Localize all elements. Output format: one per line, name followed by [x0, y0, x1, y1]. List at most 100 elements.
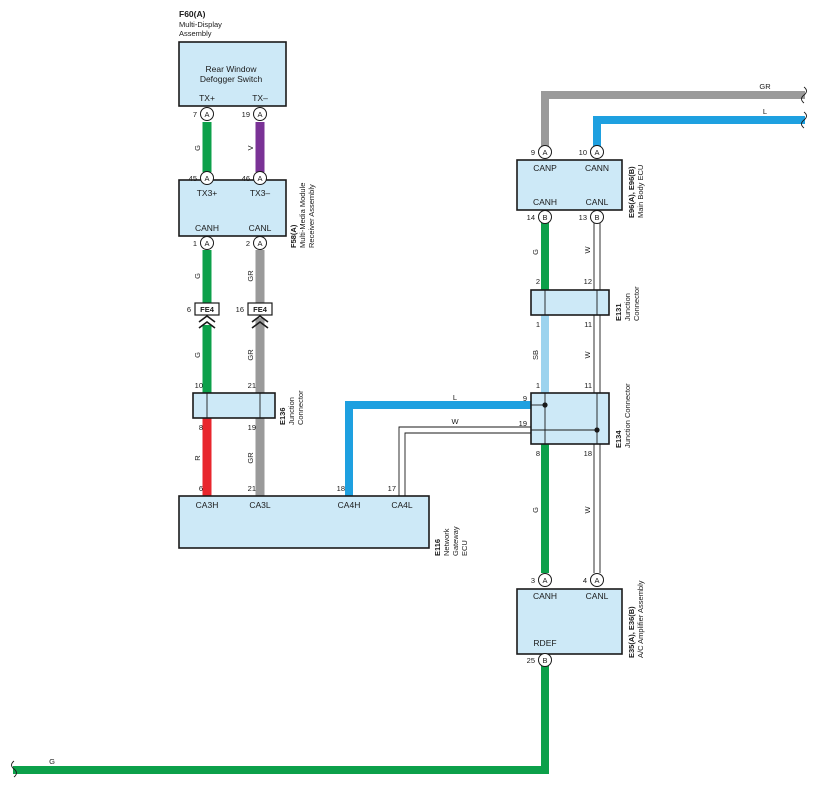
f58-box	[178, 179, 287, 237]
svg-text:A: A	[257, 239, 262, 248]
e134-junction-dot-1	[542, 402, 548, 408]
connector-circles: A A A A A A A A B B A A B	[200, 107, 604, 667]
svg-text:V: V	[246, 145, 255, 150]
e134-junction-dot-2	[594, 427, 600, 433]
svg-text:6: 6	[199, 484, 203, 493]
svg-text:12: 12	[584, 277, 592, 286]
svg-text:9: 9	[523, 394, 527, 403]
svg-text:GR: GR	[246, 452, 255, 464]
e35-box	[516, 588, 623, 655]
svg-text:A/C Amplifier Assembly: A/C Amplifier Assembly	[636, 580, 645, 658]
wire-end-squiggle-gr	[801, 86, 807, 104]
svg-text:GR: GR	[246, 349, 255, 361]
e96-pin-canl: CANL	[586, 197, 609, 207]
wire-e116-e134-white	[398, 426, 531, 496]
svg-text:Junction: Junction	[287, 397, 296, 425]
e116-pin-ca4h: CA4H	[338, 500, 361, 510]
e96-label: E96(A), E96(B) Main Body ECU	[627, 165, 645, 218]
svg-text:17: 17	[388, 484, 396, 493]
e131-label: E131 Junction Connector	[614, 286, 641, 321]
e35-label: E35(A), E36(B) A/C Amplifier Assembly	[627, 580, 645, 658]
svg-text:G: G	[193, 145, 202, 151]
e96-box	[516, 159, 623, 211]
wire-gr-incoming	[541, 91, 805, 152]
e116-pin-ca4l: CA4L	[391, 500, 413, 510]
svg-text:Junction: Junction	[623, 293, 632, 321]
svg-text:19: 19	[519, 419, 527, 428]
svg-text:E131: E131	[614, 303, 623, 321]
wire-e116-e134-blue	[345, 401, 546, 496]
svg-text:7: 7	[193, 110, 197, 119]
svg-text:Main Body ECU: Main Body ECU	[636, 165, 645, 218]
svg-text:19: 19	[248, 423, 256, 432]
pin-numbers: 7 19 45 46 1 2 6 16 10 21 8 19 6 21 18 1…	[187, 110, 592, 665]
svg-text:G: G	[49, 757, 55, 766]
svg-text:W: W	[451, 417, 459, 426]
e116-label: E116 Network Gateway ECU	[433, 526, 469, 556]
svg-text:W: W	[583, 506, 592, 514]
svg-text:Receiver Assembly: Receiver Assembly	[307, 184, 316, 248]
svg-text:E35(A), E36(B): E35(A), E36(B)	[627, 606, 636, 658]
svg-text:A: A	[204, 110, 209, 119]
wire-e116-e134-white-2	[404, 432, 531, 496]
f58-pin-tx3p: TX3+	[197, 188, 218, 198]
svg-text:G: G	[531, 507, 540, 513]
f60-ref: F60(A)	[179, 9, 206, 19]
e136-label: E136 Junction Connector	[278, 390, 305, 425]
svg-text:SB: SB	[531, 350, 540, 360]
svg-text:B: B	[542, 213, 547, 222]
fe4-label-left: FE4	[200, 305, 215, 314]
svg-text:R: R	[193, 455, 202, 461]
svg-text:A: A	[542, 148, 547, 157]
e35-pin-rdef: RDEF	[533, 638, 556, 648]
svg-text:Network: Network	[442, 528, 451, 556]
fe4-label-right: FE4	[253, 305, 268, 314]
svg-text:4: 4	[583, 576, 587, 585]
wire-end-squiggle-g	[11, 760, 17, 778]
wire-color-labels: G V G GR G GR R GR L W GR L G W SB W G W…	[49, 82, 771, 766]
f60-name-1: Multi-Display	[179, 20, 222, 29]
svg-text:E136: E136	[278, 407, 287, 425]
svg-text:10: 10	[579, 148, 587, 157]
e116-box	[178, 495, 430, 549]
svg-text:Junction Connector: Junction Connector	[623, 383, 632, 448]
svg-text:8: 8	[536, 449, 540, 458]
svg-text:A: A	[257, 174, 262, 183]
svg-text:3: 3	[531, 576, 535, 585]
svg-text:19: 19	[242, 110, 250, 119]
svg-text:G: G	[531, 249, 540, 255]
svg-text:A: A	[594, 576, 599, 585]
svg-text:9: 9	[531, 148, 535, 157]
svg-text:46: 46	[242, 174, 250, 183]
svg-text:Connector: Connector	[296, 390, 305, 425]
svg-text:25: 25	[527, 656, 535, 665]
e116-pin-ca3h: CA3H	[196, 500, 219, 510]
svg-text:Gateway: Gateway	[451, 526, 460, 556]
svg-text:B: B	[542, 656, 547, 665]
svg-text:L: L	[453, 393, 457, 402]
e134-box	[530, 392, 610, 445]
f60-pin-txm: TX–	[252, 93, 268, 103]
fe4-chevron-left-icon	[198, 315, 216, 329]
wire-l-incoming	[593, 116, 805, 152]
svg-text:GR: GR	[759, 82, 771, 91]
svg-text:A: A	[204, 239, 209, 248]
svg-text:18: 18	[584, 449, 592, 458]
f60-inner-2: Defogger Switch	[200, 74, 263, 84]
svg-text:2: 2	[246, 239, 250, 248]
e35-pin-canh: CANH	[533, 591, 557, 601]
svg-text:E116: E116	[433, 539, 442, 556]
svg-text:W: W	[583, 246, 592, 254]
svg-text:1: 1	[536, 381, 540, 390]
wire-end-squiggle-l	[801, 111, 807, 129]
svg-text:18: 18	[337, 484, 345, 493]
svg-text:Multi-Media Module: Multi-Media Module	[298, 183, 307, 248]
svg-text:A: A	[257, 110, 262, 119]
fe4-chevron-right-icon	[251, 315, 269, 329]
svg-text:B: B	[594, 213, 599, 222]
svg-text:F58(A): F58(A)	[289, 224, 298, 248]
e136-box	[192, 392, 276, 419]
svg-text:A: A	[204, 174, 209, 183]
svg-text:21: 21	[248, 381, 256, 390]
